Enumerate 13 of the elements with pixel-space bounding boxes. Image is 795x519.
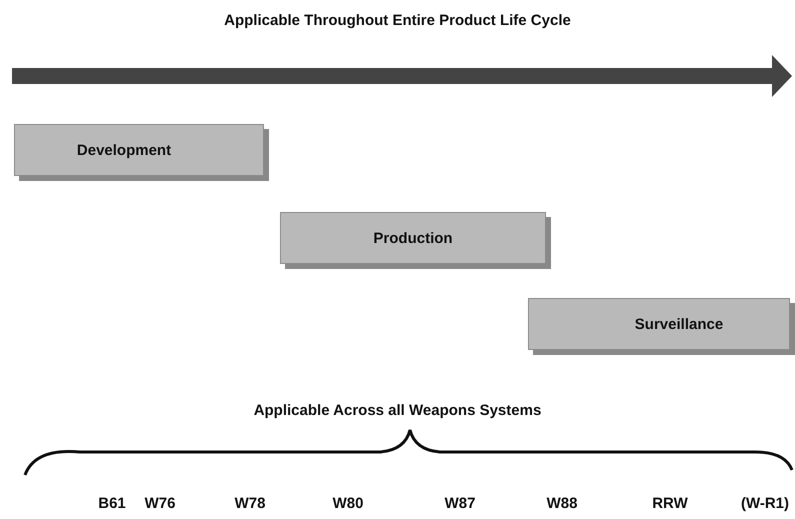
- phase-label: Development: [76, 142, 172, 158]
- phase-label: Surveillance: [634, 316, 724, 332]
- system-label: B61: [98, 495, 126, 512]
- system-label: RRW: [652, 495, 688, 512]
- system-label: W78: [234, 495, 266, 512]
- phase-label: Production: [373, 230, 453, 246]
- system-label: W88: [546, 495, 578, 512]
- system-label: W80: [332, 495, 364, 512]
- caption-text: Applicable Across all Weapons Systems: [254, 402, 542, 419]
- system-label: W76: [144, 495, 176, 512]
- system-label: W87: [444, 495, 476, 512]
- system-label: (W-R1): [740, 495, 790, 512]
- title: Applicable Throughout Entire Product Life Cycle: [224, 12, 571, 29]
